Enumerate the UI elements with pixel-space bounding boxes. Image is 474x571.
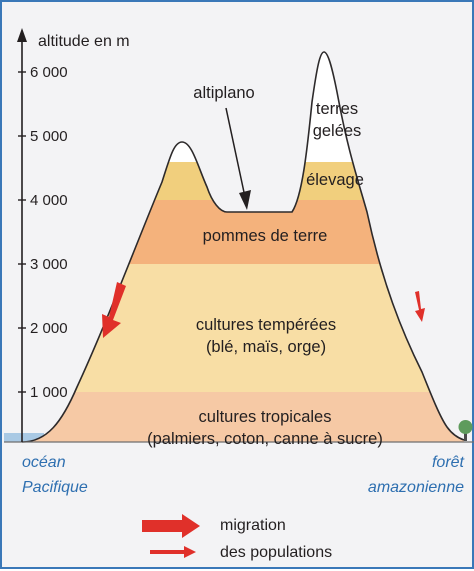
tick-label-4000: 4 000 xyxy=(30,192,68,209)
migration-arrow-small xyxy=(415,291,425,322)
axis-title: altitude en m xyxy=(38,33,130,50)
forest-label-line1: forêt xyxy=(432,454,465,471)
tree-trunk xyxy=(464,430,467,441)
tree-icon xyxy=(458,420,473,441)
migration-arrow-west xyxy=(102,282,126,338)
legend-arrow-large xyxy=(142,514,200,538)
legend-line2: des populations xyxy=(220,544,332,561)
altiplano-pointer-head xyxy=(239,190,251,210)
forest-label-line2: amazonienne xyxy=(368,479,464,496)
ocean-surface xyxy=(4,433,44,442)
tick-label-1000: 1 000 xyxy=(30,384,68,401)
axis-ticks xyxy=(18,71,26,393)
zone-frozen-line1: terres xyxy=(316,100,358,118)
tick-label-2000: 2 000 xyxy=(30,320,68,337)
mountain-outline xyxy=(21,51,465,443)
axis-arrowhead xyxy=(17,28,27,42)
tick-label-6000: 6 000 xyxy=(30,64,68,81)
legend: migration des populations xyxy=(142,514,332,561)
legend-arrow-small xyxy=(150,546,196,558)
migration-arrow-large xyxy=(102,282,126,338)
zone-frozen-line2: gelées xyxy=(313,122,362,140)
zone-tropical-examples: (palmiers, coton, canne à sucre) xyxy=(147,430,383,448)
band-tropical xyxy=(22,392,464,442)
altiplano-pointer xyxy=(225,107,246,198)
zone-tropical-title: cultures tropicales xyxy=(199,408,332,426)
tree-crown xyxy=(458,420,473,434)
migration-arrow-east xyxy=(415,291,425,322)
tick-label-5000: 5 000 xyxy=(30,128,68,145)
ocean-label-line1: océan xyxy=(22,454,66,471)
zone-temperate-examples: (blé, maïs, orge) xyxy=(206,338,326,356)
zone-livestock-label: élevage xyxy=(306,171,364,189)
altiplano-label: altiplano xyxy=(193,84,254,102)
altitude-bands xyxy=(22,52,464,442)
band-frozen xyxy=(22,52,464,162)
tick-label-3000: 3 000 xyxy=(30,256,68,273)
ocean-label-line2: Pacifique xyxy=(22,479,88,496)
zone-potato-label: pommes de terre xyxy=(203,227,328,245)
legend-line1: migration xyxy=(220,517,286,534)
zone-temperate-title: cultures tempérées xyxy=(196,316,336,334)
